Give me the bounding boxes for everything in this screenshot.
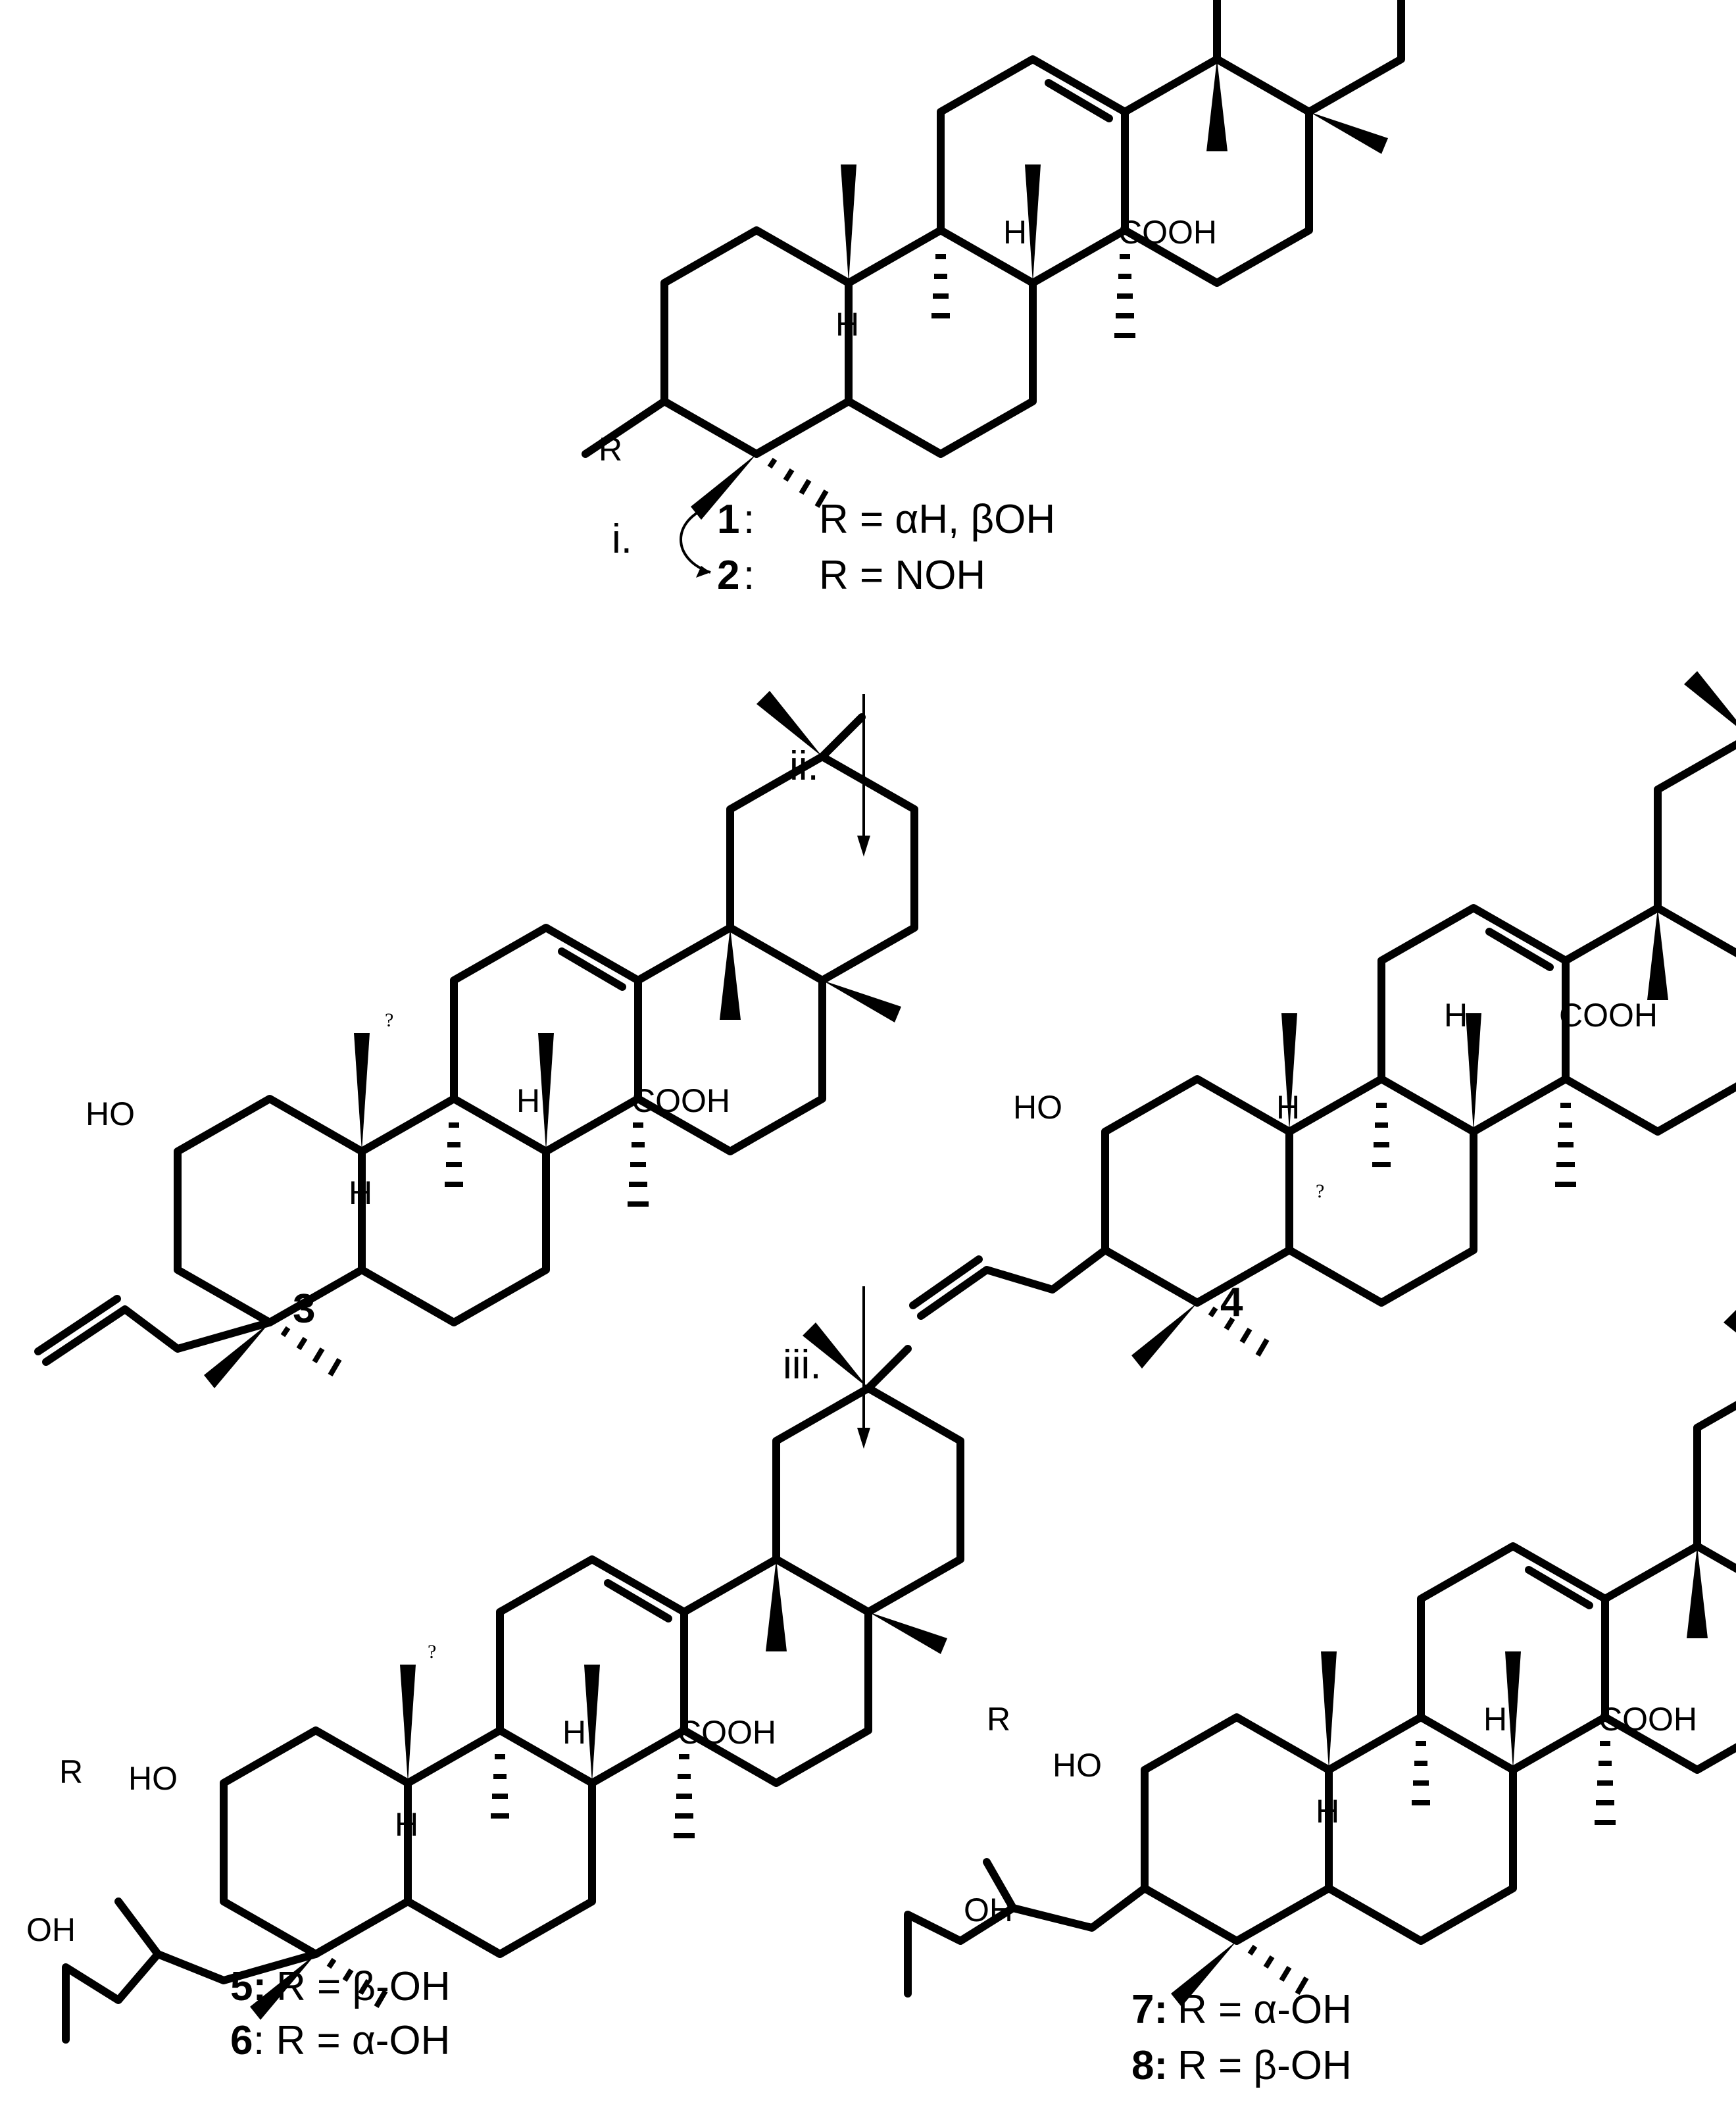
- compound-8-text: R = β-OH: [1178, 2043, 1352, 2088]
- atom-ho-3: HO: [86, 1095, 135, 1132]
- unknown-stereo-3: ?: [385, 1009, 393, 1031]
- compound-2-sep: :: [743, 553, 755, 598]
- compound-7-number: 7:: [1131, 1987, 1168, 2032]
- curved-arrowhead-i: [696, 566, 710, 578]
- atom-oh-7: OH: [964, 1892, 1013, 1928]
- compound-6-number: 6: [230, 2018, 253, 2063]
- atom-R-7: R: [987, 1701, 1010, 1738]
- structure-4: [909, 671, 1736, 1369]
- compound-3-number: 3: [293, 1286, 315, 1332]
- compound-4-number: 4: [1220, 1280, 1243, 1325]
- atom-ho-7: HO: [1053, 1747, 1102, 1784]
- structure-5-6: [62, 1322, 960, 2044]
- arrowhead-ii: [857, 836, 870, 857]
- atom-cooh-7: COOH: [1599, 1701, 1697, 1738]
- compound-1-text: R = αH, βOH: [819, 497, 1055, 542]
- arrowhead-iii: [857, 1428, 870, 1449]
- atom-ho-5: HO: [128, 1760, 178, 1797]
- compound-1-number: 1: [717, 497, 739, 542]
- atom-h-5: H: [562, 1714, 586, 1751]
- atom-cooh-1: COOH: [1118, 214, 1217, 251]
- atom-h-7: H: [1483, 1701, 1507, 1738]
- atom-cooh-3: COOH: [632, 1082, 730, 1119]
- reagent-step-i: i.: [612, 516, 632, 562]
- curved-arrow-i: [680, 505, 711, 574]
- compound-6-text: : R = α-OH: [253, 2018, 450, 2063]
- reagent-step-iii: iii.: [783, 1342, 822, 1388]
- compound-2-number: 2: [717, 553, 739, 598]
- atom-h-1: H: [1003, 214, 1027, 251]
- atom-R-5: R: [59, 1753, 83, 1790]
- atom-h-1b: H: [835, 306, 859, 343]
- structure-7-8: [904, 1309, 1736, 2007]
- compound-7-text: R = α-OH: [1178, 1987, 1352, 2032]
- compound-8-number: 8:: [1131, 2043, 1168, 2088]
- atom-h-3b: H: [349, 1174, 372, 1211]
- atom-h-7b: H: [1316, 1793, 1339, 1830]
- atom-h-4: H: [1444, 997, 1468, 1034]
- compound-2-text: R = NOH: [819, 553, 985, 598]
- compound-5-text: R = β-OH: [276, 1964, 451, 2009]
- structure-1: [582, 0, 1401, 520]
- atom-cooh-5: COOH: [678, 1714, 776, 1751]
- structure-3: [34, 691, 914, 1388]
- atom-cooh-4: COOH: [1559, 997, 1658, 1034]
- atom-h-3: H: [516, 1082, 540, 1119]
- atom-h-4b: H: [1276, 1089, 1300, 1126]
- compound-5-number: 5:: [230, 1964, 266, 2009]
- unknown-stereo-4: ?: [1316, 1180, 1324, 1202]
- atom-oh-5: OH: [26, 1911, 76, 1948]
- atom-h-5b: H: [395, 1806, 418, 1843]
- atom-ho-4: HO: [1013, 1089, 1062, 1126]
- compound-1-sep: :: [743, 497, 755, 542]
- atom-R-1: R: [599, 431, 622, 468]
- unknown-stereo-5: ?: [428, 1641, 436, 1663]
